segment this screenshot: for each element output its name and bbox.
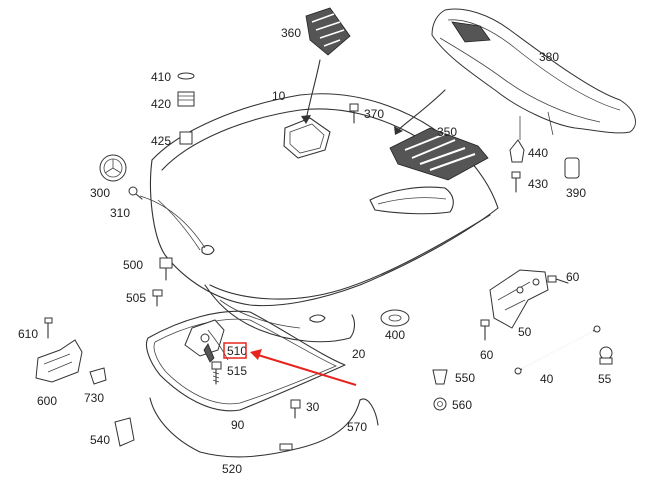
callout-430: 430 xyxy=(528,177,548,191)
callout-labels: 10 20 30 40 50 55 60 60 90 300 310 350 3… xyxy=(18,26,612,476)
gas-strut xyxy=(514,325,601,375)
stud-30 xyxy=(290,399,301,419)
hood-hinge xyxy=(489,269,549,329)
catch-400 xyxy=(380,309,410,327)
callout-40: 40 xyxy=(540,372,554,386)
clip-540 xyxy=(114,417,135,447)
bolt-60-upper xyxy=(547,275,569,284)
screw-515 xyxy=(211,361,222,385)
hood-panel xyxy=(150,93,499,343)
callout-390: 390 xyxy=(566,186,586,200)
release-cable xyxy=(149,397,379,458)
emblem-300 xyxy=(99,154,127,182)
clip-390 xyxy=(564,157,580,179)
grille-insert xyxy=(389,127,489,181)
clip-730 xyxy=(89,367,107,385)
callout-425: 425 xyxy=(151,134,171,148)
screw-610 xyxy=(44,317,53,339)
callout-380: 380 xyxy=(539,50,559,64)
callout-420: 420 xyxy=(151,97,171,111)
callout-50: 50 xyxy=(518,325,532,339)
callout-610: 610 xyxy=(18,327,38,341)
callout-515: 515 xyxy=(227,364,247,378)
bumper-stack xyxy=(177,72,195,145)
bolt-60-lower xyxy=(480,319,490,341)
callout-360: 360 xyxy=(281,26,301,40)
latch-bracket xyxy=(184,319,225,363)
screw-430 xyxy=(511,171,521,193)
callout-310: 310 xyxy=(110,206,130,220)
callout-505: 505 xyxy=(126,291,146,305)
leader-lines xyxy=(207,59,554,361)
latch-600 xyxy=(35,339,83,383)
callout-510: 510 xyxy=(227,344,247,358)
screw-505 xyxy=(152,289,163,307)
fastener-440 xyxy=(509,139,525,163)
callout-540: 540 xyxy=(90,433,110,447)
callout-60-lower: 60 xyxy=(480,348,494,362)
callout-90: 90 xyxy=(231,418,245,432)
highlight-arrow xyxy=(250,349,357,386)
callout-520: 520 xyxy=(222,462,242,476)
callout-55: 55 xyxy=(598,372,612,386)
callout-350: 350 xyxy=(437,125,457,139)
callout-500: 500 xyxy=(123,258,143,272)
pin-310 xyxy=(128,186,206,249)
callout-410: 410 xyxy=(151,70,171,84)
callout-10: 10 xyxy=(272,89,286,103)
callout-570: 570 xyxy=(347,420,367,434)
callout-300: 300 xyxy=(90,186,110,200)
nut-560 xyxy=(433,397,447,411)
callout-30: 30 xyxy=(306,400,320,414)
highlight-box-510 xyxy=(223,342,247,359)
clip-370 xyxy=(349,103,359,124)
screw-500 xyxy=(159,257,173,281)
callout-400: 400 xyxy=(385,328,405,342)
callout-550: 550 xyxy=(455,371,475,385)
cowl-panel xyxy=(431,8,636,134)
callout-440: 440 xyxy=(528,146,548,160)
callout-370: 370 xyxy=(364,107,384,121)
ball-stud-55 xyxy=(599,346,613,365)
callout-20: 20 xyxy=(352,347,366,361)
callout-730: 730 xyxy=(84,391,104,405)
hood-insulation-mat xyxy=(145,310,346,412)
callout-560: 560 xyxy=(452,398,472,412)
callout-600: 600 xyxy=(37,394,57,408)
vent-insert xyxy=(305,7,351,56)
part-550 xyxy=(432,369,448,385)
callout-60-upper: 60 xyxy=(566,270,580,284)
